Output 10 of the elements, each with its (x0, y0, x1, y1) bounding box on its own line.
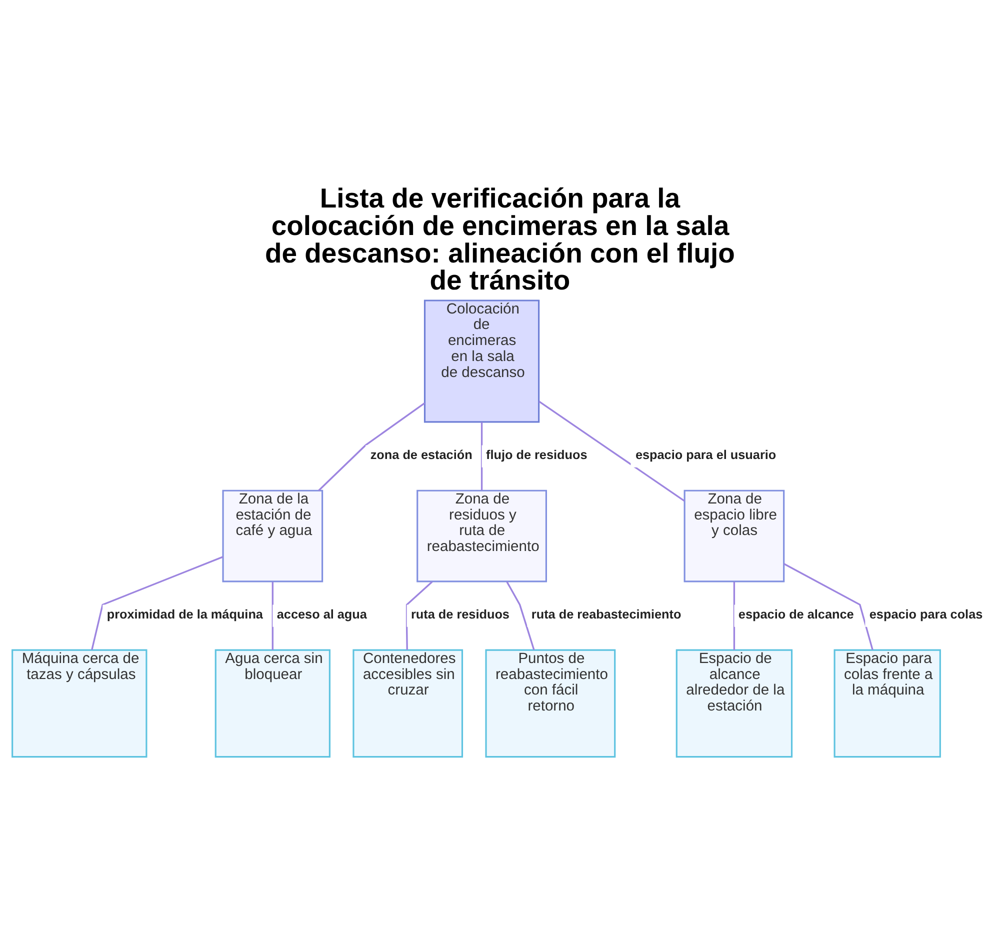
edge-label: proximidad de la máquina (106, 607, 263, 622)
edge-label: ruta de residuos (411, 607, 510, 622)
edge-label: espacio para colas (869, 607, 983, 622)
edge-label: flujo de residuos (486, 448, 588, 462)
edge-label: acceso al agua (276, 607, 367, 622)
edge-label: zona de estación (370, 448, 472, 462)
edge-label: espacio para el usuario (635, 448, 776, 462)
edge-label: ruta de reabastecimiento (531, 607, 682, 622)
diagram-title: Lista de verificación para la colocación de encimeras en la sala de descanso: alineación con el flujo de tránsito (265, 182, 735, 296)
edge-label: espacio de alcance (738, 607, 854, 622)
